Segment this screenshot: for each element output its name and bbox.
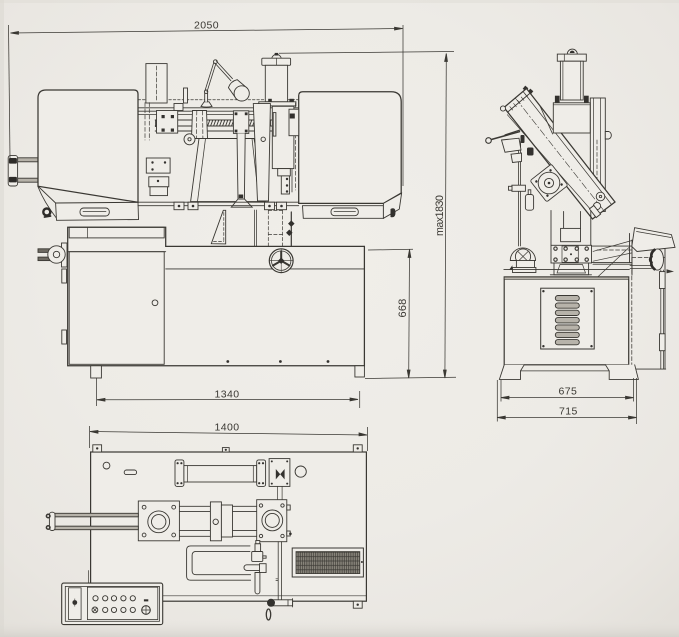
svg-text:668: 668 — [397, 299, 409, 318]
svg-text:1400: 1400 — [215, 422, 240, 434]
svg-text:675: 675 — [559, 386, 578, 398]
svg-text:715: 715 — [559, 406, 578, 418]
svg-text:1340: 1340 — [215, 389, 240, 401]
svg-text:max1830: max1830 — [434, 195, 446, 236]
svg-text:2050: 2050 — [194, 20, 219, 32]
